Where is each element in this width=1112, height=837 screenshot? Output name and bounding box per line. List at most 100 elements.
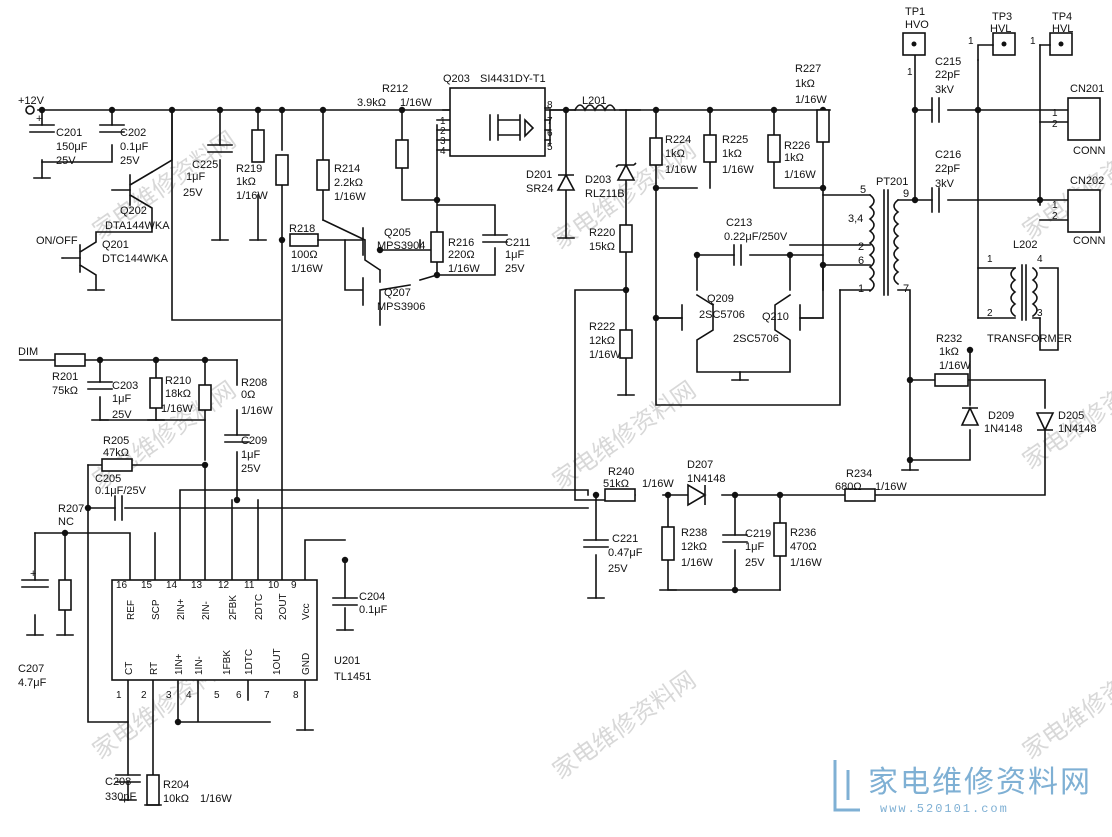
label-r220v: 15kΩ: [589, 241, 615, 253]
diode-d205: [1035, 412, 1055, 432]
label-r232w: 1/16W: [939, 360, 971, 372]
label-pt201: PT201: [876, 176, 908, 188]
label-r205: R205: [103, 435, 129, 447]
label-c201v: 150μF: [56, 141, 88, 153]
label-r219v: 1kΩ: [236, 176, 256, 188]
label-c209v: 1μF: [241, 449, 260, 461]
connector-pin-number: 1: [1052, 108, 1058, 119]
label-r224: R224: [665, 134, 691, 146]
label-c216r: 3kV: [935, 178, 955, 190]
label-l201: L201: [582, 95, 606, 107]
resistor-r219b: [275, 154, 289, 186]
label-r201: R201: [52, 371, 78, 383]
label-c219r: 25V: [745, 557, 765, 569]
label-r226v: 1kΩ: [784, 152, 804, 164]
label-r219w: 1/16W: [236, 190, 268, 202]
label-r212v: 3.9kΩ: [357, 97, 386, 109]
ic-pin-name: 1DTC: [244, 649, 255, 675]
label-c225r: 25V: [183, 187, 203, 199]
ic-pin-name: 2OUT: [278, 593, 289, 620]
label-r218w: 1/16W: [291, 263, 323, 275]
polarity-mark: +: [30, 568, 36, 580]
label-r224v: 1kΩ: [665, 148, 685, 160]
watermark-text: 家电维修资料网: [1017, 646, 1112, 765]
label-q202t: DTA144WKA: [105, 220, 170, 232]
label-cn201: CN201: [1070, 83, 1104, 95]
capacitor-c209: [224, 434, 250, 443]
label-r220: R220: [589, 227, 615, 239]
label-r240v: 51kΩ: [603, 478, 629, 490]
diode-d201: [556, 173, 576, 191]
resistor-r218: [289, 233, 319, 247]
label-c201: C201: [56, 127, 82, 139]
capacitor-c221: [583, 539, 609, 548]
label-u201t: TL1451: [334, 671, 371, 683]
label-r212: R212: [382, 83, 408, 95]
ic-pin-number: 16: [116, 580, 128, 591]
label-q202: Q202: [120, 205, 147, 217]
label-q203t: SI4431DY-T1: [480, 73, 546, 85]
label-r225w: 1/16W: [722, 164, 754, 176]
capacitor-c219: [722, 534, 748, 543]
mosfet-q203: [449, 87, 551, 157]
label-r216w: 1/16W: [448, 263, 480, 275]
q203-pin-number: 8: [547, 100, 553, 111]
label-cn201t: CONN: [1073, 145, 1105, 157]
label-d207: D207: [687, 459, 713, 471]
label-pin6: 6: [858, 255, 864, 267]
diodes: [556, 162, 1055, 507]
label-c211r: 25V: [505, 263, 525, 275]
resistor-r201: [54, 353, 86, 367]
label-r238: R238: [681, 527, 707, 539]
resistor-r227: [816, 109, 830, 143]
label-r216v: 220Ω: [448, 249, 475, 261]
resistor-r214: [316, 159, 330, 191]
label-q201: Q201: [102, 239, 129, 251]
ic-pin-name: CT: [124, 662, 135, 675]
capacitor-c205: [114, 495, 123, 521]
label-supply: +12V: [18, 95, 45, 107]
resistor-r225: [703, 134, 717, 163]
transistor-q207: [344, 239, 364, 306]
label-r222w: 1/16W: [589, 349, 621, 361]
label-r236w: 1/16W: [790, 557, 822, 569]
label-u201: U201: [334, 655, 360, 667]
label-c221r: 25V: [608, 563, 628, 575]
q203-pin-number: 5: [547, 142, 553, 153]
label-r224w: 1/16W: [665, 164, 697, 176]
resistor-r219: [251, 129, 265, 163]
connector-cn202: [1067, 189, 1101, 233]
ic-pins: 16REF15SCP142IN+132IN-122FBK112DTC102OUT…: [116, 580, 312, 701]
label-cn202: CN202: [1070, 175, 1104, 187]
ic-pin-number: 2: [141, 690, 147, 701]
label-d201t: SR24: [526, 183, 554, 195]
capacitors: + +: [21, 97, 940, 801]
label-q209: Q209: [707, 293, 734, 305]
label-r234w: 1/16W: [875, 481, 907, 493]
ic-pin-number: 15: [141, 580, 153, 591]
label-q210t: 2SC5706: [733, 333, 779, 345]
label-d209t: 1N4148: [984, 423, 1023, 435]
label-r227v: 1kΩ: [795, 78, 815, 90]
resistor-r232: [934, 373, 969, 387]
transistor-q210: [799, 304, 824, 331]
q203-pin-number: 7: [547, 116, 553, 127]
label-r218: R218: [289, 223, 315, 235]
transformer-pt201: [868, 189, 900, 296]
label-r238w: 1/16W: [681, 557, 713, 569]
label-r238v: 12kΩ: [681, 541, 707, 553]
label-r210w: 1/16W: [161, 403, 193, 415]
ic-pin-number: 6: [236, 690, 242, 701]
resistor-r212: [395, 139, 409, 169]
label-c225v: 1μF: [186, 171, 205, 183]
label-l202: L202: [1013, 239, 1037, 251]
label-transformer: TRANSFORMER: [987, 333, 1072, 345]
testpoint-pin-number: 1: [968, 36, 974, 47]
testpoint-pin-number: 1: [1030, 36, 1036, 47]
resistor-r216: [430, 231, 444, 263]
label-c215r: 3kV: [935, 84, 955, 96]
label-r205v: 47kΩ: [103, 447, 129, 459]
ic-pin-name: SCP: [151, 599, 162, 620]
label-r207: R207: [58, 503, 84, 515]
